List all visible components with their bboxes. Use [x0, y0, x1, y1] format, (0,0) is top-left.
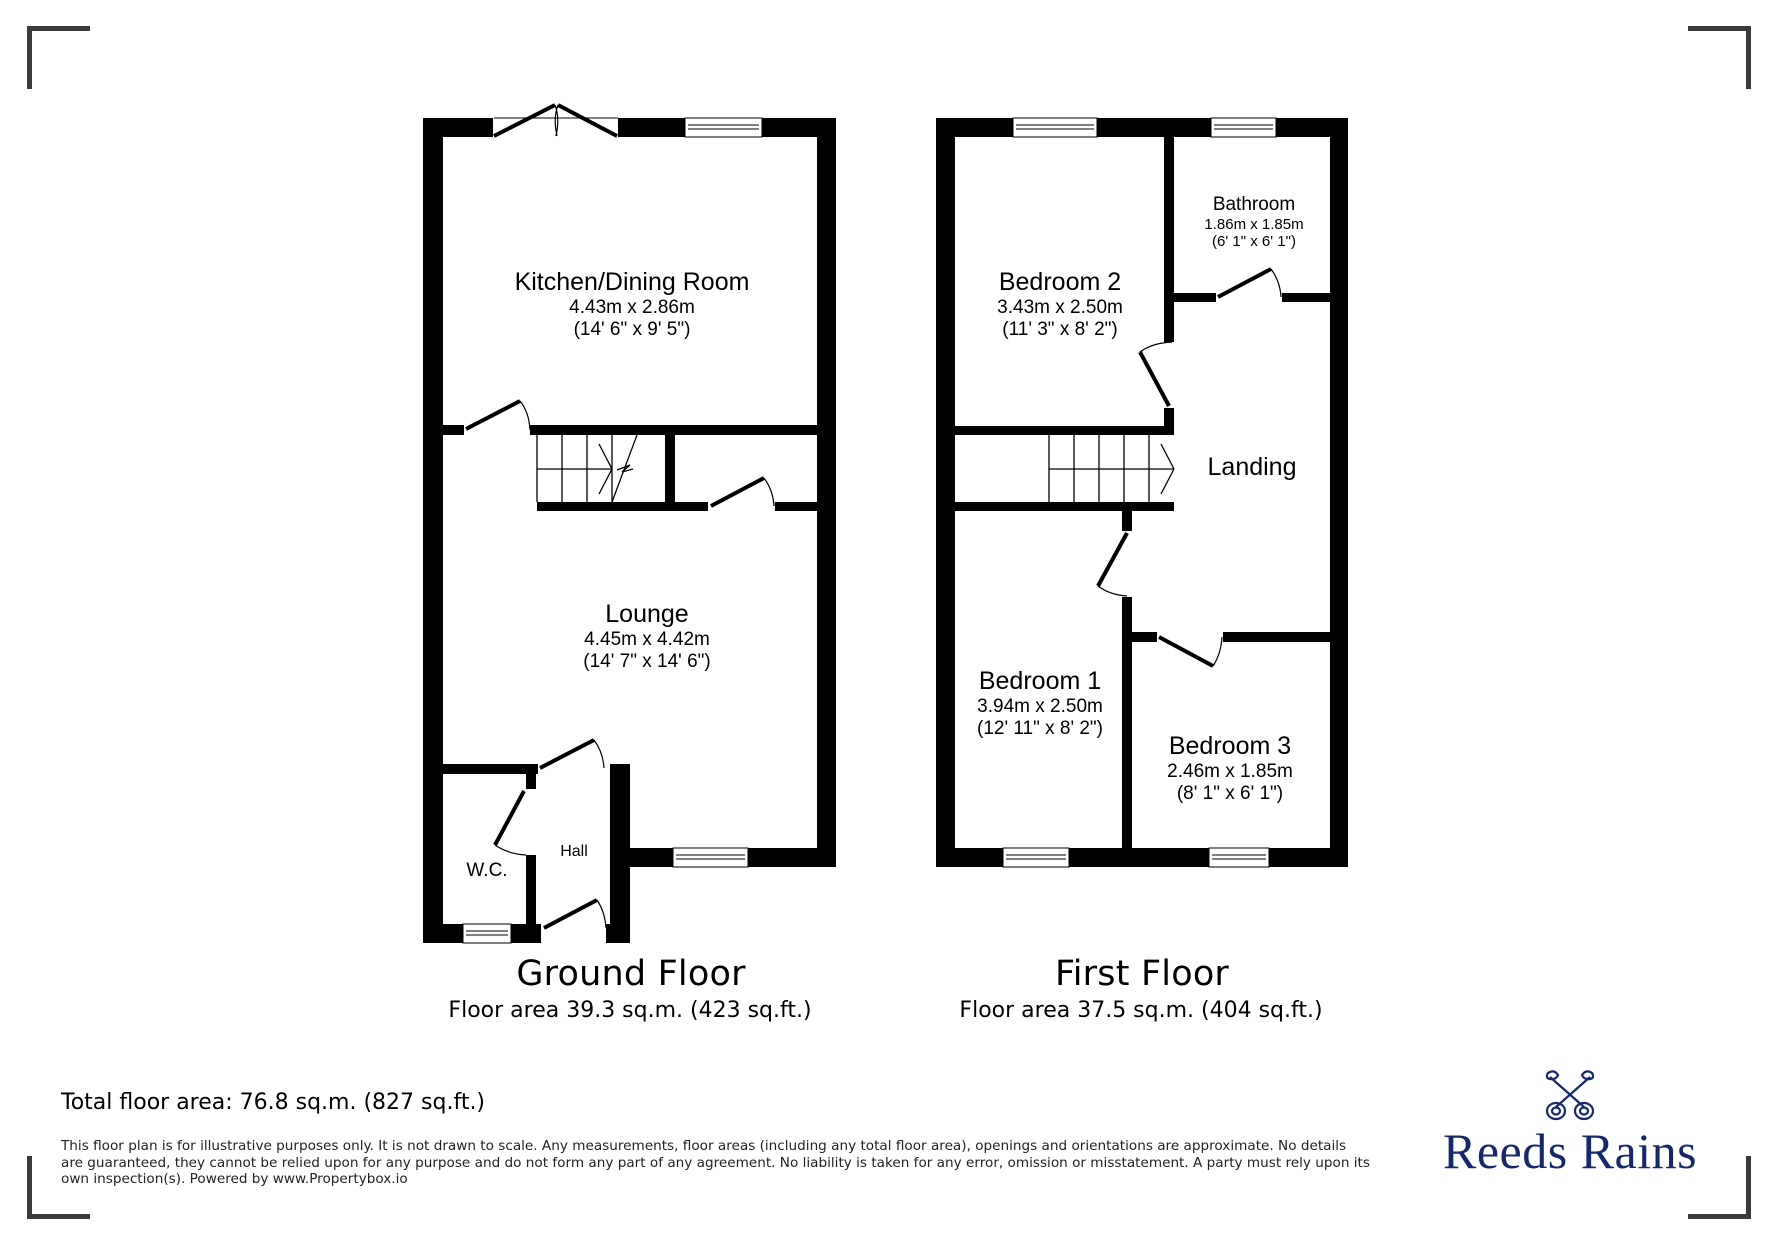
room-name: Landing — [1207, 453, 1297, 481]
room-dimensions-metric: 4.45m x 4.42m — [584, 628, 710, 650]
ground-floor-walls — [423, 118, 836, 943]
room-lounge: Lounge 4.45m x 4.42m (14' 7" x 14' 6") — [583, 600, 710, 672]
room-dimensions-imperial: (11' 3" x 8' 2") — [1002, 318, 1118, 340]
room-bedroom-2: Bedroom 2 3.43m x 2.50m (11' 3" x 8' 2") — [997, 268, 1123, 340]
room-name: Bedroom 3 — [1168, 732, 1292, 760]
room-bedroom-1: Bedroom 1 3.94m x 2.50m (12' 11" x 8' 2"… — [977, 667, 1103, 739]
room-dimensions-imperial: (6' 1" x 6' 1") — [1212, 233, 1296, 251]
corner-mark-bottom-right — [1688, 1156, 1751, 1219]
room-name: Hall — [560, 843, 588, 860]
first-floor-area: Floor area 37.5 sq.m. (404 sq.ft.) — [959, 998, 1323, 1023]
room-dimensions-imperial: (14' 6" x 9' 5") — [573, 318, 691, 340]
first-floor-doors — [1096, 267, 1282, 668]
room-dimensions-metric: 3.94m x 2.50m — [977, 695, 1103, 717]
room-wc: W.C. — [466, 860, 507, 882]
room-name: Lounge — [605, 600, 689, 628]
ground-floor-doors — [465, 103, 775, 930]
room-bedroom-3: Bedroom 3 2.46m x 1.85m (8' 1" x 6' 1") — [1167, 732, 1293, 804]
room-kitchen-dining: Kitchen/Dining Room 4.43m x 2.86m (14' 6… — [515, 268, 750, 340]
room-dimensions-metric: 4.43m x 2.86m — [569, 296, 695, 318]
ground-floor-stairs — [536, 434, 638, 503]
disclaimer-text: This floor plan is for illustrative purp… — [61, 1138, 1370, 1187]
first-floor-stairs — [1048, 435, 1175, 502]
brand-logo-text: Reeds Rains — [1443, 1123, 1698, 1179]
room-dimensions-imperial: (14' 7" x 14' 6") — [583, 650, 711, 672]
room-dimensions-imperial: (12' 11" x 8' 2") — [976, 717, 1104, 739]
room-dimensions-metric: 3.43m x 2.50m — [997, 296, 1123, 318]
corner-mark-top-right — [1688, 26, 1751, 89]
ground-floor-area: Floor area 39.3 sq.m. (423 sq.ft.) — [448, 998, 812, 1023]
crossed-keys-icon — [1545, 1070, 1595, 1121]
room-bathroom: Bathroom 1.86m x 1.85m (6' 1" x 6' 1") — [1204, 194, 1303, 250]
corner-mark-bottom-left — [27, 1156, 90, 1219]
room-name: Bedroom 2 — [998, 268, 1122, 296]
room-name: Kitchen/Dining Room — [514, 268, 750, 296]
ground-floor-title: Ground Floor — [516, 954, 746, 994]
room-name: Bathroom — [1212, 194, 1296, 215]
room-name: Bedroom 1 — [978, 667, 1102, 695]
room-dimensions-metric: 2.46m x 1.85m — [1167, 760, 1293, 782]
room-landing: Landing — [1208, 453, 1297, 482]
total-floor-area: Total floor area: 76.8 sq.m. (827 sq.ft.… — [61, 1090, 486, 1115]
room-hall: Hall — [560, 843, 588, 861]
room-dimensions-metric: 1.86m x 1.85m — [1204, 215, 1304, 233]
room-name: W.C. — [466, 860, 508, 881]
first-floor-windows — [1002, 117, 1277, 868]
ground-floor-windows — [462, 117, 763, 944]
room-dimensions-imperial: (8' 1" x 6' 1") — [1176, 782, 1284, 804]
first-floor-title: First Floor — [1054, 954, 1230, 994]
corner-mark-top-left — [27, 26, 90, 89]
